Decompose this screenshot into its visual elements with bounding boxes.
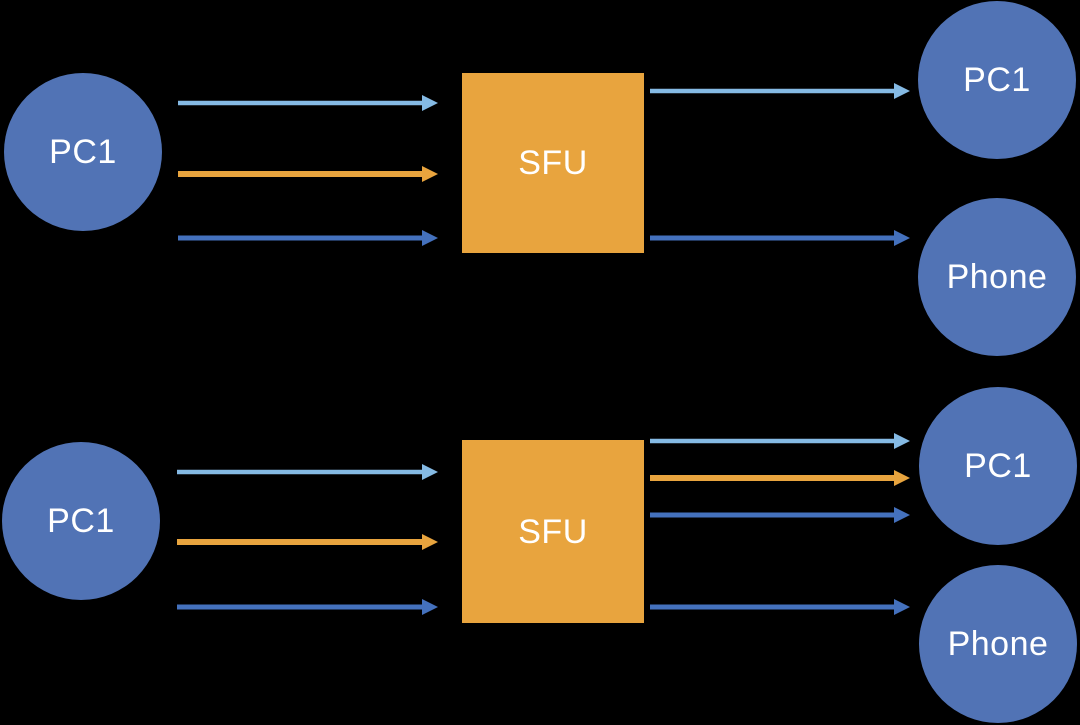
node-label: SFU [518, 144, 588, 182]
stream-blue-bottom-out-pc [650, 507, 910, 523]
stream-lightblue-top-out-pc [650, 83, 910, 99]
node-label: PC1 [49, 133, 117, 171]
stream-orange-top-in [178, 166, 438, 182]
node-phone-receiver-top: Phone [918, 198, 1076, 356]
stream-lightblue-bottom-out-pc [650, 433, 910, 449]
node-label: PC1 [964, 447, 1032, 485]
node-pc1-receiver-bottom: PC1 [919, 387, 1077, 545]
stream-orange-bottom-out-pc [650, 470, 910, 486]
stream-blue-bottom-in [177, 599, 438, 615]
node-sfu-top: SFU [462, 73, 644, 253]
stream-blue-bottom-out-phone [650, 599, 910, 615]
node-pc1-receiver-top: PC1 [918, 1, 1076, 159]
node-label: Phone [946, 258, 1048, 296]
node-label: Phone [947, 625, 1049, 663]
node-phone-receiver-bottom: Phone [919, 565, 1077, 723]
stream-lightblue-top-in [178, 95, 438, 111]
node-label: PC1 [963, 61, 1031, 99]
node-label: SFU [518, 512, 588, 551]
node-pc1-sender-top: PC1 [4, 73, 162, 231]
node-pc1-sender-bottom: PC1 [2, 442, 160, 600]
stream-blue-top-out-phone [650, 230, 910, 246]
stream-orange-bottom-in [177, 534, 438, 550]
stream-lightblue-bottom-in [177, 464, 438, 480]
node-sfu-bottom: SFU [462, 440, 644, 623]
node-label: PC1 [47, 502, 115, 540]
stream-blue-top-in [178, 230, 438, 246]
